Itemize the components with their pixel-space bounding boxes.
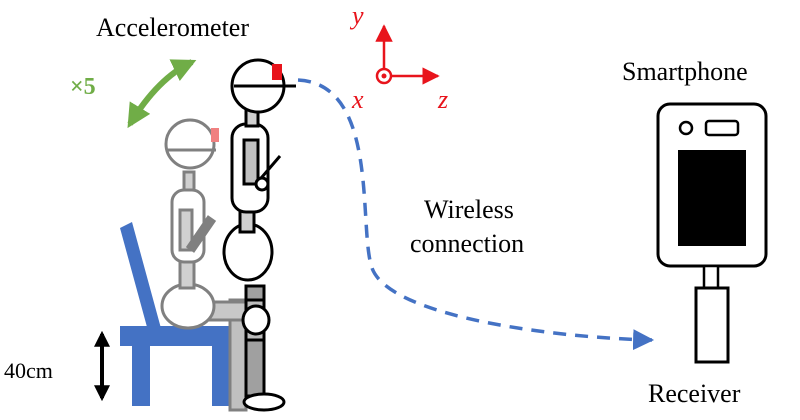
x-axis-label: x	[351, 85, 364, 114]
receiver-label: Receiver	[648, 379, 741, 408]
seated-accelerometer-icon	[211, 128, 219, 142]
wireless-label-line2: connection	[410, 229, 524, 258]
receiver-connector	[702, 264, 720, 290]
seated-upper-arm	[178, 208, 194, 252]
chair-seat	[120, 326, 238, 346]
standing-accelerometer-icon	[272, 64, 282, 80]
speaker-icon	[704, 119, 740, 137]
smartphone-screen	[678, 150, 746, 246]
seat-height-label: 40cm	[4, 358, 53, 383]
y-axis-label: y	[349, 1, 364, 30]
wireless-label-line1: Wireless	[424, 195, 514, 224]
accelerometer-label: Accelerometer	[96, 13, 249, 42]
receiver-body	[694, 286, 730, 364]
standing-elbow	[254, 176, 270, 192]
seated-figure	[160, 118, 260, 412]
chair-leg-front	[132, 344, 150, 406]
seated-pelvis	[160, 282, 216, 330]
chair	[120, 222, 238, 406]
standing-foot	[242, 392, 286, 412]
seated-forearm	[185, 215, 217, 253]
smartphone	[656, 102, 768, 268]
seated-neck	[182, 170, 196, 192]
standing-knee	[241, 304, 271, 336]
camera-icon	[678, 120, 694, 136]
chair-leg-back	[212, 344, 230, 406]
z-axis-label: z	[437, 85, 448, 114]
repetitions-label: ×5	[70, 74, 96, 100]
curved-double-arrow-icon	[127, 59, 197, 129]
receiver	[694, 264, 730, 364]
smartphone-label: Smartphone	[622, 57, 748, 86]
standing-figure	[222, 58, 296, 412]
chair-backrest	[120, 222, 162, 338]
dashed-arrow-icon	[297, 78, 655, 351]
standing-upper-arm	[242, 138, 260, 186]
axis-triad: y x z	[349, 1, 448, 114]
x-axis-center	[381, 73, 387, 79]
seated-head	[164, 118, 216, 170]
